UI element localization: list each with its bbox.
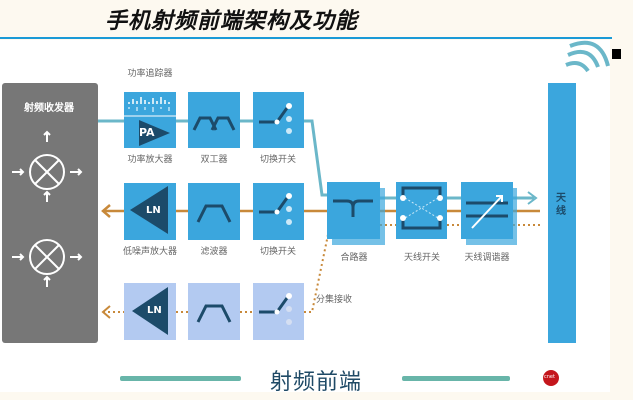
lna-label: 低噪声放大器 [122,247,177,257]
bullet-square [612,49,621,59]
duplexer-icon [192,116,236,131]
switch-icon [259,293,292,325]
filter-block [188,183,240,240]
antenna-tuner-block [461,182,513,239]
lna-triangle-icon [130,186,168,234]
switch-label-rx: 切换开关 [259,247,296,257]
filter-label: 滤波器 [200,247,228,257]
filter-icon [196,204,232,223]
mixer-icon [12,130,83,287]
footer-bar-left [120,376,241,381]
pa-text: PA [139,126,155,139]
combiner-icon [333,199,373,217]
title-divider [0,37,612,39]
rx-path [101,204,540,218]
antenna-label: 天线 [556,193,566,217]
transceiver-block [2,83,98,343]
duplexer-block [188,92,240,148]
switch-icon [259,193,292,225]
duplexer-label: 双工器 [200,155,228,165]
ln-text-diversity: LN [147,305,162,316]
tuner-icon [466,195,508,229]
transceiver-label: 射频收发器 [24,103,74,114]
power-amplifier-label: 功率放大器 [127,155,173,165]
pa-triangle-icon [139,120,170,146]
diversity-filter-block [188,283,240,340]
diversity-label: 分集接收 [316,295,353,305]
lna-triangle-icon [132,287,168,335]
wireless-signal-icon [565,40,610,73]
envelope-tracker-icon [128,97,170,112]
cnet-logo [543,370,559,386]
ln-text: LN [146,205,161,216]
antenna-switch-label: 天线开关 [403,253,440,263]
combiner-label: 合路器 [340,253,368,263]
switch-icon [259,103,292,134]
switch-label-tx: 切换开关 [259,155,296,165]
diversity-path [101,224,540,319]
footer-title: 射频前端 [270,370,363,395]
envelope-tracker-label: 功率追踪器 [127,69,173,79]
antenna-switch-icon [400,186,443,230]
antenna-tuner-label: 天线调谐器 [464,253,510,263]
antenna-block [548,83,576,343]
footer-bar-right [402,376,510,381]
cnet-logo-text: cnet [544,374,555,380]
page-title: 手机射频前端架构及功能 [105,8,359,34]
filter-icon [196,304,232,323]
